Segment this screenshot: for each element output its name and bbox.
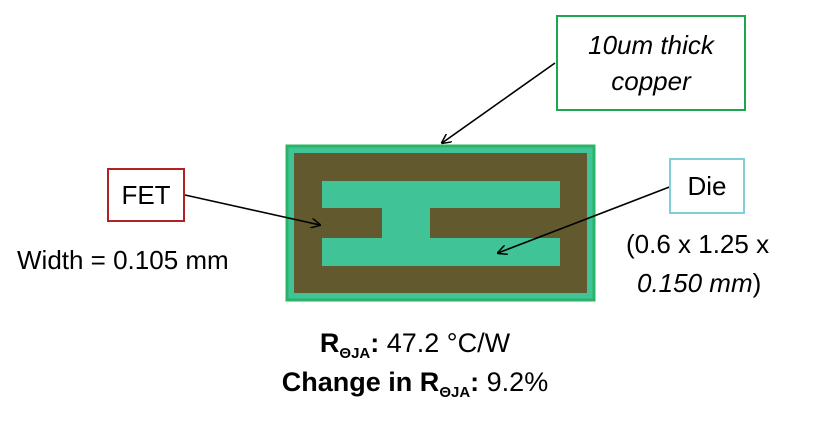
change-separator: :	[470, 367, 480, 397]
substrate	[294, 153, 587, 293]
change-value: 9.2%	[479, 367, 549, 397]
thermal-resistance-change: Change in RΘJA: 9.2%	[0, 367, 830, 401]
die-callout: Die	[669, 158, 745, 214]
fet-width-text: Width = 0.105 mm	[17, 245, 229, 275]
fet-callout: FET	[107, 168, 185, 222]
fet-arrow	[184, 194, 320, 225]
r-separator: :	[370, 328, 380, 358]
copper-arrow	[442, 62, 556, 143]
r-value: 47.2 °C/W	[379, 328, 511, 358]
r-subscript: ΘJA	[339, 345, 371, 362]
die-dimensions-line2: 0.150 mm)	[637, 268, 761, 299]
change-label: Change in R	[281, 367, 440, 397]
thermal-resistance: RΘJA: 47.2 °C/W	[0, 328, 830, 362]
die-thickness: 0.150 mm	[637, 268, 753, 298]
die-shape	[322, 181, 560, 266]
die-callout-label: Die	[687, 171, 727, 201]
die-arrow	[498, 185, 673, 253]
copper-callout-line1: 10um thick	[588, 30, 714, 60]
change-subscript: ΘJA	[439, 384, 471, 401]
copper-callout: 10um thick copper	[556, 15, 746, 111]
fet-callout-label: FET	[121, 180, 171, 210]
copper-callout-line2: copper	[611, 66, 691, 96]
die-dimensions-close: )	[752, 268, 762, 298]
die-dimensions-line1: (0.6 x 1.25 x	[626, 229, 770, 259]
r-symbol: R	[319, 328, 340, 358]
